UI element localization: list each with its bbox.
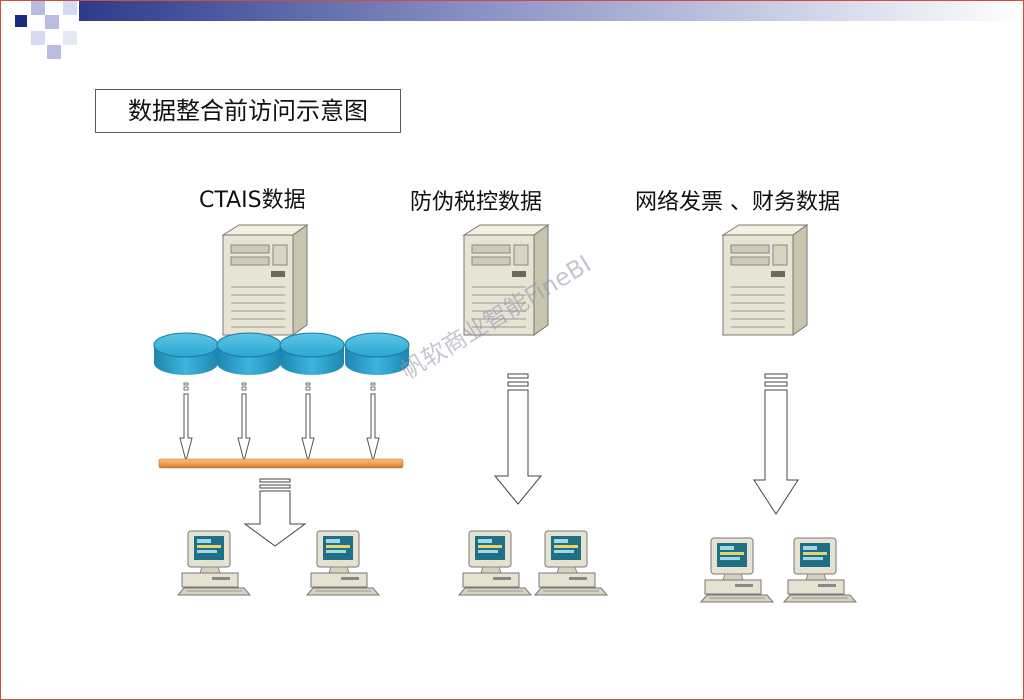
server-invoice bbox=[722, 224, 808, 336]
column-label-anti-counterfeit: 防伪税控数据 bbox=[410, 190, 543, 215]
slide-title: 数据整合前访问示意图 bbox=[128, 97, 368, 125]
column-label-invoice-finance: 网络发票 、财务数据 bbox=[635, 190, 840, 215]
integration-bus bbox=[158, 458, 404, 469]
client-pc-invoice-1 bbox=[700, 537, 774, 603]
arrow-bus-to-clients bbox=[243, 478, 307, 547]
arrow-invoice-to-clients bbox=[753, 373, 799, 515]
arrow-disk-2 bbox=[237, 382, 251, 462]
server-ctais bbox=[222, 224, 308, 336]
arrow-disk-4 bbox=[366, 382, 380, 462]
arrow-disk-3 bbox=[301, 382, 315, 462]
arrow-anti-counterfeit-to-clients bbox=[493, 373, 543, 505]
database-disk-2 bbox=[216, 332, 282, 375]
client-pc-anti-counterfeit-1 bbox=[458, 530, 532, 596]
client-pc-anti-counterfeit-2 bbox=[534, 530, 608, 596]
database-disk-1 bbox=[153, 332, 219, 375]
client-pc-invoice-2 bbox=[783, 537, 857, 603]
client-pc-ctais-1 bbox=[177, 530, 251, 596]
client-pc-ctais-2 bbox=[306, 530, 380, 596]
column-label-ctais: CTAIS数据 bbox=[199, 188, 306, 213]
database-disk-3 bbox=[279, 332, 345, 375]
title-box: 数据整合前访问示意图 bbox=[95, 89, 401, 133]
database-disk-4 bbox=[344, 332, 410, 375]
arrow-disk-1 bbox=[179, 382, 193, 462]
